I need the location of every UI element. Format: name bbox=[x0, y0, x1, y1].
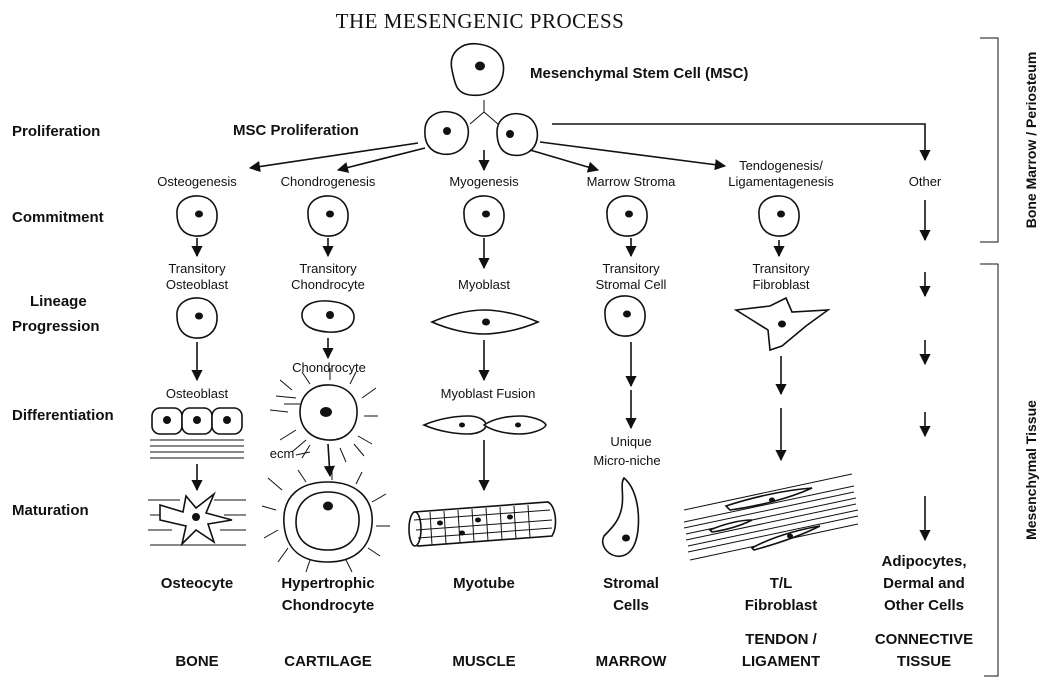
side-label-top: Bone Marrow / Periosteum bbox=[1023, 52, 1039, 229]
svg-text:Ligamentagenesis: Ligamentagenesis bbox=[728, 174, 834, 189]
svg-text:Transitory: Transitory bbox=[602, 261, 660, 276]
svg-text:Myoblast: Myoblast bbox=[458, 277, 510, 292]
stage-maturation: Maturation bbox=[12, 502, 89, 519]
diagram-title: THE MESENGENIC PROCESS bbox=[336, 9, 625, 33]
svg-text:Myogenesis: Myogenesis bbox=[449, 174, 519, 189]
svg-text:Osteoblast: Osteoblast bbox=[166, 386, 229, 401]
tissue-muscle: MUSCLE bbox=[452, 653, 515, 670]
svg-text:Other Cells: Other Cells bbox=[884, 597, 964, 614]
other-column: Other Adipocytes, Dermal and Other Cells… bbox=[875, 174, 973, 670]
stage-proliferation: Proliferation bbox=[12, 123, 100, 140]
svg-text:Hypertrophic: Hypertrophic bbox=[281, 575, 374, 592]
svg-text:Myotube: Myotube bbox=[453, 575, 515, 592]
svg-text:Unique: Unique bbox=[610, 434, 651, 449]
svg-text:Myoblast Fusion: Myoblast Fusion bbox=[441, 386, 536, 401]
msc-label: Mesenchymal Stem Cell (MSC) bbox=[530, 65, 748, 82]
svg-text:Osteoblast: Osteoblast bbox=[166, 277, 229, 292]
side-label-bottom: Mesenchymal Tissue bbox=[1023, 400, 1039, 540]
svg-text:Fibroblast: Fibroblast bbox=[752, 277, 809, 292]
svg-text:Transitory: Transitory bbox=[168, 261, 226, 276]
svg-text:Transitory: Transitory bbox=[752, 261, 810, 276]
svg-text:ecm: ecm bbox=[270, 446, 295, 461]
svg-text:Stromal Cell: Stromal Cell bbox=[596, 277, 667, 292]
svg-text:Chondrocyte: Chondrocyte bbox=[292, 360, 366, 375]
stage-differentiation: Differentiation bbox=[12, 407, 114, 424]
tissue-marrow: MARROW bbox=[596, 653, 668, 670]
svg-text:Tendogenesis/: Tendogenesis/ bbox=[739, 158, 823, 173]
svg-text:Osteocyte: Osteocyte bbox=[161, 575, 234, 592]
tissue-tendon: TENDON / bbox=[745, 631, 818, 648]
stage-commitment: Commitment bbox=[12, 209, 104, 226]
svg-text:Dermal and: Dermal and bbox=[883, 575, 965, 592]
msc-proliferation-cluster bbox=[425, 100, 537, 170]
svg-text:Transitory: Transitory bbox=[299, 261, 357, 276]
tissue-tissue: TISSUE bbox=[897, 653, 951, 670]
tissue-cartilage: CARTILAGE bbox=[284, 653, 372, 670]
msc-proliferation-label: MSC Proliferation bbox=[233, 122, 359, 139]
marrow-column: Marrow Stroma Transitory Stromal Cell Un… bbox=[587, 174, 677, 670]
svg-text:Micro-niche: Micro-niche bbox=[593, 453, 660, 468]
svg-text:Marrow Stroma: Marrow Stroma bbox=[587, 174, 677, 189]
myo-column: Myogenesis Myoblast Myoblast Fusion Myot… bbox=[409, 174, 555, 670]
svg-text:Chondrocyte: Chondrocyte bbox=[282, 597, 375, 614]
tissue-bone: BONE bbox=[175, 653, 218, 670]
side-brackets bbox=[980, 38, 998, 676]
osteo-name: Osteogenesis bbox=[157, 174, 237, 189]
svg-text:Chondrocyte: Chondrocyte bbox=[291, 277, 365, 292]
tendo-column: Tendogenesis/ Ligamentagenesis Transitor… bbox=[684, 158, 858, 670]
svg-text:Fibroblast: Fibroblast bbox=[745, 597, 818, 614]
svg-text:Adipocytes,: Adipocytes, bbox=[881, 553, 966, 570]
svg-text:Other: Other bbox=[909, 174, 942, 189]
svg-text:Cells: Cells bbox=[613, 597, 649, 614]
svg-text:Chondrogenesis: Chondrogenesis bbox=[281, 174, 376, 189]
stage-lineage-1: Lineage bbox=[30, 293, 87, 310]
svg-text:T/L: T/L bbox=[770, 575, 793, 592]
svg-text:Stromal: Stromal bbox=[603, 575, 659, 592]
chondro-column: Chondrogenesis Transitory Chondrocyte Ch… bbox=[262, 174, 390, 670]
tissue-ligament: LIGAMENT bbox=[742, 653, 820, 670]
tissue-connective: CONNECTIVE bbox=[875, 631, 973, 648]
msc-cell bbox=[451, 44, 503, 96]
stage-lineage-2: Progression bbox=[12, 318, 100, 335]
osteo-column: Osteogenesis Transitory Osteoblast Osteo… bbox=[148, 174, 246, 670]
